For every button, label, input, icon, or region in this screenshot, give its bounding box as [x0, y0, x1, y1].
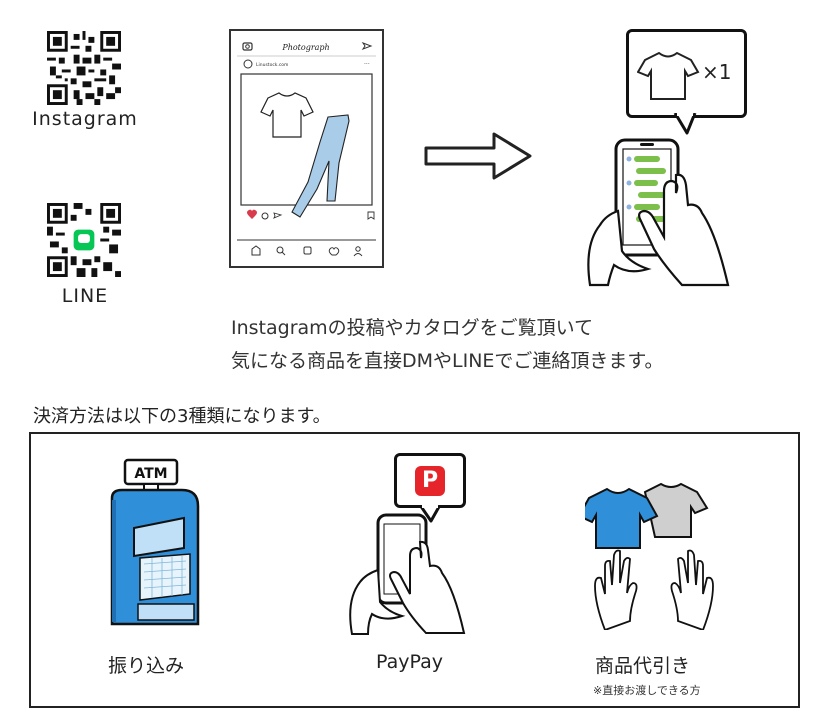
- camera-icon: [242, 42, 253, 51]
- left-hand-icon: [587, 209, 652, 287]
- tshirt-icon: [260, 92, 314, 138]
- left-hand-icon: [594, 549, 638, 630]
- payment-title: 決済方法は以下の3種類になります。: [33, 406, 331, 427]
- right-hand-icon: [638, 173, 730, 287]
- bookmark-icon: [367, 211, 375, 220]
- paypay-logo-icon: P: [415, 466, 445, 496]
- qr-code-icon: [47, 31, 121, 105]
- share-icon: [273, 212, 283, 219]
- qr-code-icon: [47, 203, 121, 277]
- right-hand-icon: [670, 549, 714, 630]
- svg-text:···: ···: [364, 61, 370, 68]
- right-hand-icon: [389, 540, 466, 634]
- method-label-bank-transfer: 振り込み: [108, 655, 185, 677]
- paypay-phone-icon: [349, 513, 466, 635]
- description-line-1: Instagramの投稿やカタログをご覧頂いて: [231, 317, 594, 339]
- atm-icon: ATM: [110, 458, 200, 626]
- activity-icon: [328, 247, 340, 256]
- profile-icon: [355, 246, 361, 252]
- method-label-cash-on-delivery: 商品代引き: [595, 655, 691, 677]
- atm-sign: ATM: [134, 466, 167, 482]
- left-hand-icon: [349, 568, 406, 635]
- description-line-2: 気になる商品を直接DMやLINEでご連絡頂きます。: [231, 350, 664, 372]
- line-qr-code[interactable]: [47, 203, 121, 277]
- instagram-label: Instagram: [32, 108, 138, 130]
- post-header-title: Photograph: [281, 43, 329, 52]
- line-label: LINE: [61, 285, 109, 307]
- payment-methods-box: [29, 432, 800, 708]
- search-icon: [276, 246, 284, 254]
- tshirt-icon: [637, 51, 700, 100]
- jeans-icon: [291, 114, 350, 218]
- profile-avatar-icon: [243, 59, 253, 69]
- comment-icon: [261, 212, 269, 220]
- send-icon: [361, 41, 373, 51]
- paypay-speech-bubble: P: [394, 453, 466, 508]
- method-label-paypay: PayPay: [376, 651, 443, 673]
- instagram-post-mock: Photograph Linustock.com ···: [229, 29, 384, 268]
- order-quantity: ×1: [702, 60, 732, 84]
- reels-icon: [303, 246, 312, 255]
- post-account-name: Linustock.com: [256, 62, 288, 68]
- order-speech-bubble: ×1: [626, 29, 747, 118]
- instagram-qr-code[interactable]: [47, 31, 121, 105]
- method-note-cash-on-delivery: ※直接お渡しできる方: [593, 684, 701, 697]
- home-icon: [251, 245, 261, 256]
- smartphone-chat-illustration: [587, 138, 730, 287]
- instagram-post-illustration: Photograph Linustock.com ···: [237, 41, 376, 257]
- right-arrow-icon: [424, 132, 532, 180]
- tshirts-hands-icon: [585, 482, 714, 630]
- heart-icon: [247, 209, 257, 219]
